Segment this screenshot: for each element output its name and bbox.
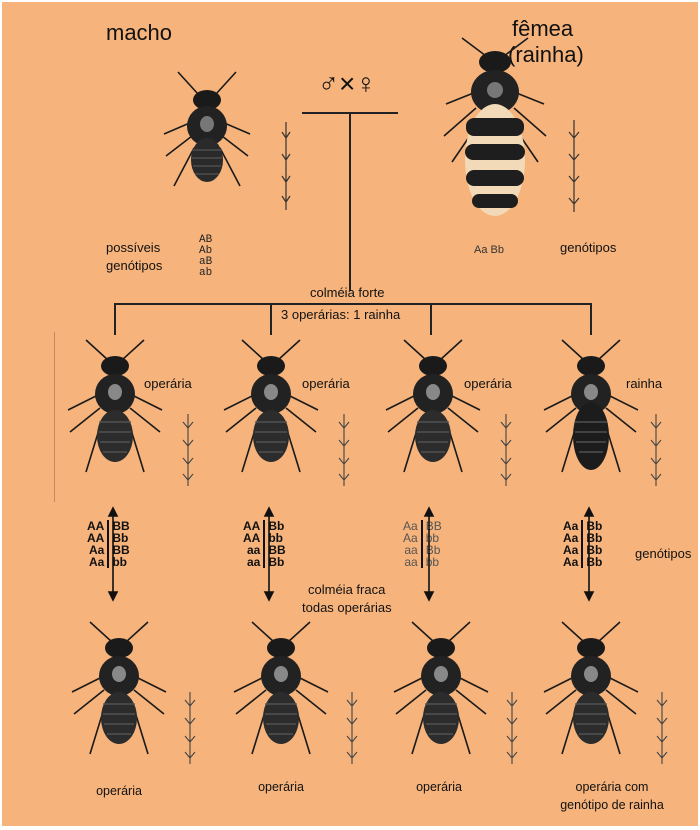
queen-genotype: Aa Bb bbox=[474, 244, 504, 256]
male-genotype-list: AB Ab aB ab bbox=[199, 235, 212, 279]
arrow-icon bbox=[582, 506, 596, 602]
genotypes-row2-label: genótipos bbox=[635, 546, 691, 561]
cross-symbol: ♂×♀ bbox=[318, 68, 376, 100]
all-workers-label: todas operárias bbox=[302, 600, 392, 615]
genotype-cell: Aa bbox=[84, 556, 108, 568]
chromosome-icon bbox=[654, 690, 670, 766]
chromosome-icon bbox=[336, 412, 352, 488]
worker-bee-icon bbox=[216, 336, 326, 486]
worker-bee-icon bbox=[386, 618, 496, 768]
strong-hive-label: colméia forte bbox=[310, 285, 384, 300]
branch-drop-4 bbox=[590, 303, 592, 335]
male-genotype: ab bbox=[199, 268, 212, 279]
chromosome-icon bbox=[504, 690, 520, 766]
worker-bee-icon bbox=[226, 618, 336, 768]
worker-bee-icon bbox=[536, 618, 646, 768]
branch-horizontal-line bbox=[114, 303, 592, 305]
male-bee-icon bbox=[152, 64, 262, 204]
queen-bee-icon bbox=[430, 32, 560, 232]
ratio-label: 3 operárias: 1 rainha bbox=[281, 307, 400, 322]
male-chromosome-icon bbox=[279, 120, 293, 215]
possible-label: possíveis bbox=[106, 240, 160, 255]
left-guide-line bbox=[54, 332, 55, 502]
worker-bee-icon bbox=[60, 336, 170, 486]
chromosome-icon bbox=[498, 412, 514, 488]
genotypes-right-label: genótipos bbox=[560, 240, 616, 255]
male-label: macho bbox=[106, 20, 172, 46]
weak-hive-label: colméia fraca bbox=[308, 582, 385, 597]
chromosome-icon bbox=[180, 412, 196, 488]
worker-bee-icon bbox=[64, 618, 174, 768]
genotypes-left-label: genótipos bbox=[106, 258, 162, 273]
chromosome-icon bbox=[344, 690, 360, 766]
chromosome-icon bbox=[648, 412, 664, 488]
arrow-icon bbox=[422, 506, 436, 602]
chromosome-icon bbox=[182, 690, 198, 766]
worker-bee-icon bbox=[378, 336, 488, 486]
arrow-icon bbox=[262, 506, 276, 602]
queen-chromosome-icon bbox=[566, 118, 580, 217]
genotype-cell: Aa bbox=[560, 556, 582, 568]
branch-drop-3 bbox=[430, 303, 432, 335]
caste-label: operária bbox=[404, 780, 474, 794]
branch-drop-1 bbox=[114, 303, 116, 335]
genotype-cell: aa bbox=[400, 556, 422, 568]
queen-bee-icon bbox=[536, 336, 646, 486]
arrow-icon bbox=[106, 506, 120, 602]
caste-label: operária com bbox=[550, 780, 674, 794]
genotype-cell: aa bbox=[240, 556, 264, 568]
branch-drop-2 bbox=[270, 303, 272, 335]
cross-vertical-line bbox=[349, 113, 351, 291]
caste-label: operária bbox=[84, 784, 154, 798]
caste-label-2: genótipo de rainha bbox=[544, 798, 680, 812]
caste-label: operária bbox=[246, 780, 316, 794]
